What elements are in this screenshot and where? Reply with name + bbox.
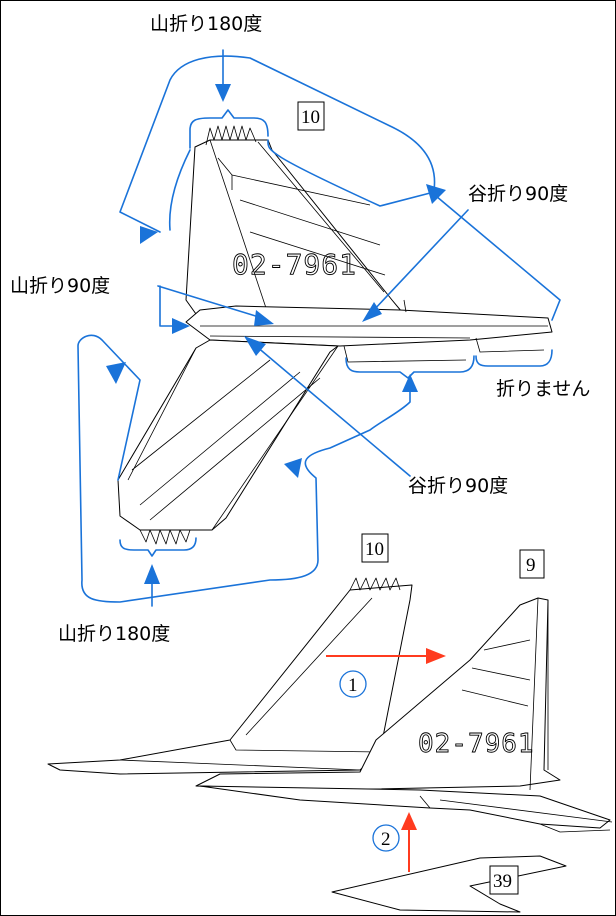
bracket-teeth-bottom bbox=[119, 537, 197, 557]
part-number-box-10-bottom bbox=[361, 533, 389, 563]
label-valley90-center: 谷折り90度 bbox=[408, 475, 508, 497]
arrow-head-valley90-center bbox=[244, 336, 266, 356]
upper-fin-inner bbox=[217, 141, 386, 293]
arrow-line-valley90-center bbox=[255, 345, 411, 477]
lower-fin-teeth bbox=[139, 529, 191, 545]
bracket-upper-left bbox=[119, 55, 436, 233]
part-number-9: 9 bbox=[526, 555, 536, 576]
arrow-line-no-fold bbox=[77, 334, 411, 603]
label-mountain180-top: 山折り180度 bbox=[150, 13, 262, 35]
arrow-line-m90-left bbox=[159, 285, 177, 327]
arrow-head-bracket-right bbox=[426, 184, 446, 204]
arrow-head-lower-right bbox=[284, 458, 302, 478]
part-number-39: 39 bbox=[493, 871, 512, 892]
label-mountain90-left: 山折り90度 bbox=[10, 275, 110, 297]
arrow-head-m180-top bbox=[215, 84, 231, 102]
part-number-box-39 bbox=[489, 865, 519, 895]
bracket-no-fold bbox=[345, 349, 553, 379]
serial-top: 02-7961 bbox=[232, 248, 357, 281]
bracket-teeth-top bbox=[189, 109, 269, 149]
stabilizer-lines bbox=[200, 299, 548, 363]
arrow-head-lower-left bbox=[106, 362, 126, 384]
bracket-upper-span bbox=[168, 139, 435, 231]
step2-circle bbox=[372, 824, 400, 852]
lower-fin-inner bbox=[127, 347, 321, 521]
part-39-base bbox=[331, 855, 567, 913]
label-valley90-right: 谷折り90度 bbox=[468, 183, 568, 205]
arrow-head-m90-left-a bbox=[172, 318, 190, 334]
step1-circle bbox=[339, 670, 367, 698]
arrow-head-left-bracket bbox=[140, 226, 158, 244]
lower-fin-outline bbox=[117, 339, 339, 531]
assembled-stabilizer bbox=[199, 785, 611, 829]
part-number-top: 10 bbox=[301, 107, 320, 128]
upper-fin-teeth bbox=[205, 125, 257, 146]
arrow-head-m180-bottom bbox=[144, 564, 160, 584]
assembled-fin-right bbox=[195, 597, 561, 791]
assembled-fin-left-teeth bbox=[349, 577, 401, 591]
arrow-line-m90-right bbox=[157, 285, 263, 319]
bracket-right-mid bbox=[435, 195, 561, 321]
step2-arrow-head bbox=[401, 812, 417, 830]
arrow-head-valley90-right bbox=[362, 302, 382, 322]
fold-guides bbox=[77, 49, 561, 607]
part-number-10-bottom: 10 bbox=[365, 539, 384, 560]
part-number-box-9 bbox=[519, 549, 545, 579]
arrow-line-valley90-right bbox=[371, 209, 469, 313]
lower-fin-hinge bbox=[211, 345, 339, 531]
step1-arrow-head bbox=[426, 648, 446, 664]
label-no-fold: 折りません bbox=[496, 378, 590, 400]
assembled-fin-right-lines bbox=[461, 597, 549, 791]
assembled-fin-left-lines bbox=[119, 597, 381, 771]
step1-number: 1 bbox=[348, 675, 358, 696]
step2-number: 2 bbox=[381, 829, 391, 850]
part-10-unfolded: 02-7961 bbox=[117, 125, 553, 545]
fold-labels: 山折り180度 10 谷折り90度 山折り90度 折りません 谷折り90度 山折… bbox=[10, 13, 590, 645]
label-mountain180-bottom: 山折り180度 bbox=[58, 623, 170, 645]
assembled-stabilizer-lines bbox=[419, 795, 613, 833]
assembled-view: 02-7961 39 10 9 1 2 bbox=[47, 533, 613, 913]
part-number-box-top bbox=[297, 101, 325, 131]
arrow-head-no-fold bbox=[402, 374, 418, 392]
upper-fin-hinge bbox=[209, 139, 269, 315]
serial-bottom: 02-7961 bbox=[418, 729, 535, 759]
arrow-head-m90-right bbox=[254, 310, 274, 326]
